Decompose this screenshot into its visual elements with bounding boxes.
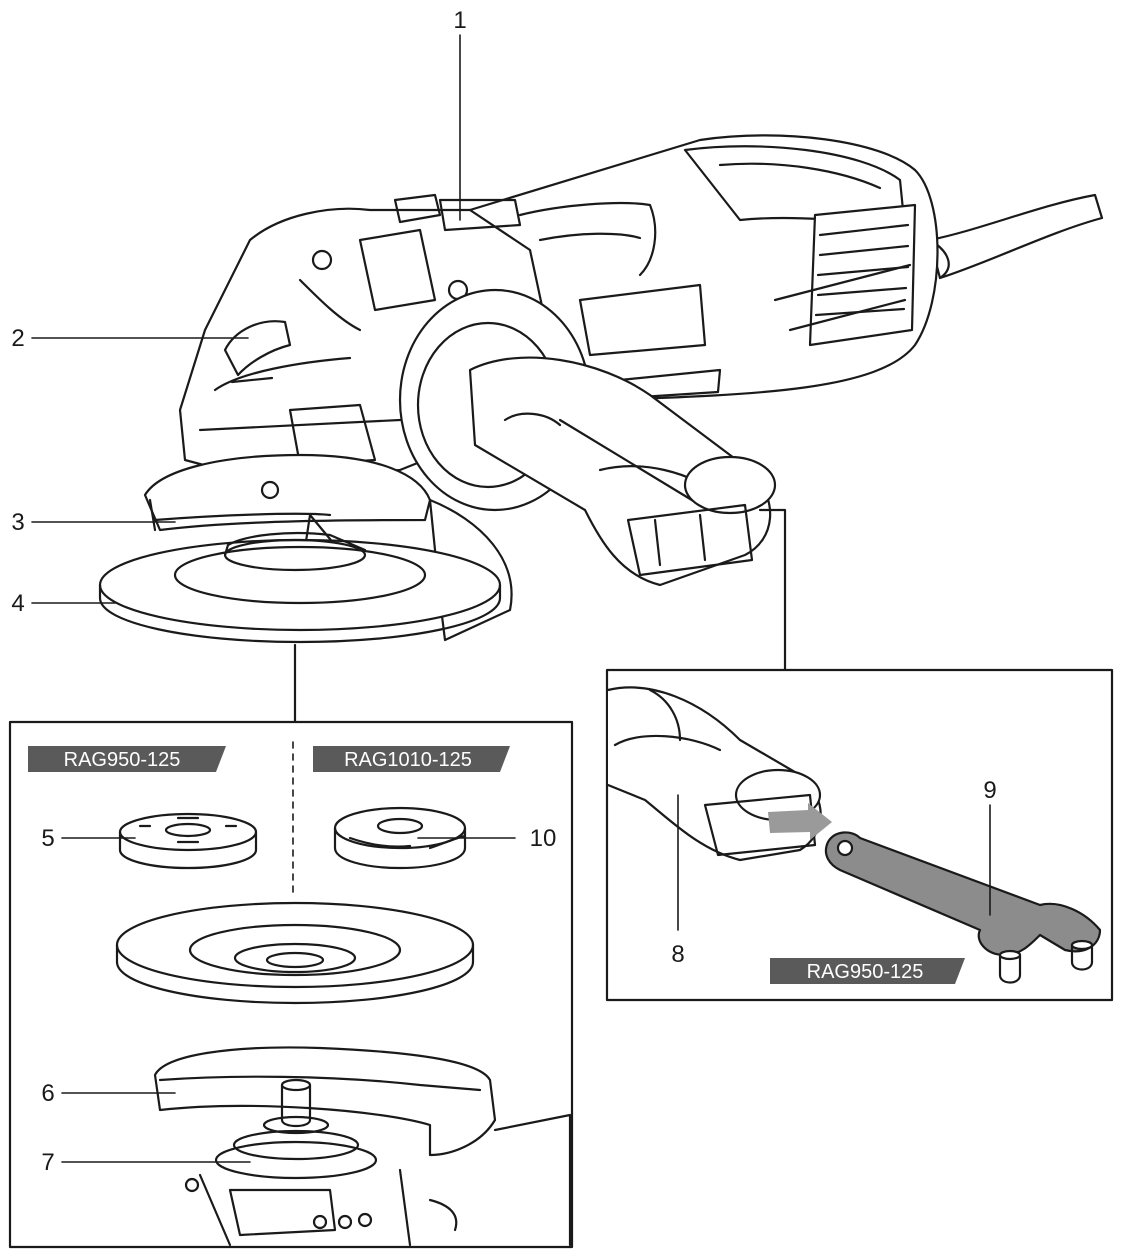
callout-8: 8 bbox=[671, 941, 684, 968]
detail-leaders bbox=[61, 837, 516, 1163]
callout-3: 3 bbox=[11, 509, 24, 536]
storage-arrow-icon bbox=[768, 803, 832, 840]
model-tag-left-a bbox=[28, 746, 226, 772]
callout-6: 6 bbox=[41, 1080, 54, 1107]
callout-leaders bbox=[31, 34, 461, 604]
on-off-switch bbox=[393, 193, 442, 224]
power-cord bbox=[928, 193, 1104, 280]
callout-9: 9 bbox=[983, 777, 996, 804]
callout-10: 10 bbox=[530, 825, 557, 852]
grinding-disc bbox=[98, 531, 502, 644]
grinding-disc-detail bbox=[115, 901, 475, 1005]
side-handle bbox=[398, 288, 777, 587]
inner-flange bbox=[118, 812, 258, 870]
spindle-assembly bbox=[184, 1078, 458, 1247]
model-tag-left-a-label: RAG950-125 bbox=[64, 749, 181, 771]
model-tag-right bbox=[770, 958, 965, 984]
connector-line bbox=[758, 508, 787, 672]
callout-1: 1 bbox=[453, 7, 466, 34]
pin-spanner-wrench bbox=[824, 831, 1102, 984]
head-screw-icon bbox=[311, 249, 333, 271]
model-tag-left-b bbox=[313, 746, 510, 772]
wrench-leaders bbox=[677, 794, 991, 931]
wrench-detail-box bbox=[605, 668, 1114, 1002]
flange-detail-box bbox=[8, 720, 574, 1249]
angle-grinder-illustration bbox=[98, 134, 1104, 724]
callout-5: 5 bbox=[41, 825, 54, 852]
wheel-guard-detail bbox=[153, 1046, 572, 1247]
model-tag-left-b-label: RAG1010-125 bbox=[344, 749, 472, 771]
callout-2: 2 bbox=[11, 325, 24, 352]
model-tag-right-label: RAG950-125 bbox=[807, 961, 924, 983]
callout-7: 7 bbox=[41, 1149, 54, 1176]
spindle-lock-button bbox=[223, 320, 292, 377]
callout-4: 4 bbox=[11, 590, 24, 617]
